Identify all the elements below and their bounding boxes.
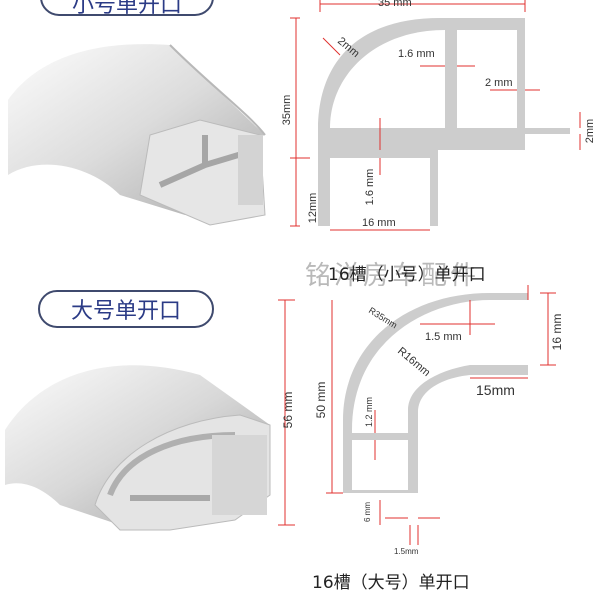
bottom-dim-inner-height: 50 mm [314,382,328,419]
bottom-dim-leg: 6 mm [363,502,372,522]
bottom-dim-height: 56 mm [281,392,295,429]
bottom-extrusion-photo [5,365,271,531]
top-dim-height: 35mm [281,95,293,126]
bottom-dim-mid-wall: 1.2 mm [364,397,374,427]
bottom-dim-inner-radius: R16mm [395,345,432,379]
bottom-caption: 16槽（大号）单开口 [312,573,470,593]
bottom-dim-slot: 1.5mm [394,547,419,556]
bottom-dim-right-depth: 15mm [476,382,515,398]
top-dim-width: 35 mm [378,0,412,9]
top-dim-inner-wall: 1.6 mm [398,48,435,60]
top-extrusion-photo [8,44,266,226]
top-dim-right-wall: 2 mm [485,77,513,89]
top-dim-slot: 16 mm [362,217,396,229]
top-dim-leg: 12mm [307,193,319,224]
bottom-profile-drawing: R35mm 1.5 mm R16mm 16 mm 15mm 56 mm 50 m… [278,285,564,556]
top-dim-lip: 2mm [584,119,596,143]
top-pill-label: 小号单开口 [40,0,214,18]
top-caption: 16槽（小号）单开口 [328,265,486,285]
bottom-pill-label: 大号单开口 [38,290,214,328]
watermark-text: 铭洋房车配件 [305,261,480,291]
top-profile-drawing: 35 mm 2mm 1.6 mm 2 mm 35mm 2mm 1.6 mm 12… [281,0,596,231]
bottom-dim-right-height: 16 mm [550,314,564,351]
bottom-dim-inner-wall: 1.5 mm [425,331,462,343]
bottom-dim-outer-radius: R35mm [367,305,399,330]
top-dim-mid-wall: 1.6 mm [364,169,376,206]
